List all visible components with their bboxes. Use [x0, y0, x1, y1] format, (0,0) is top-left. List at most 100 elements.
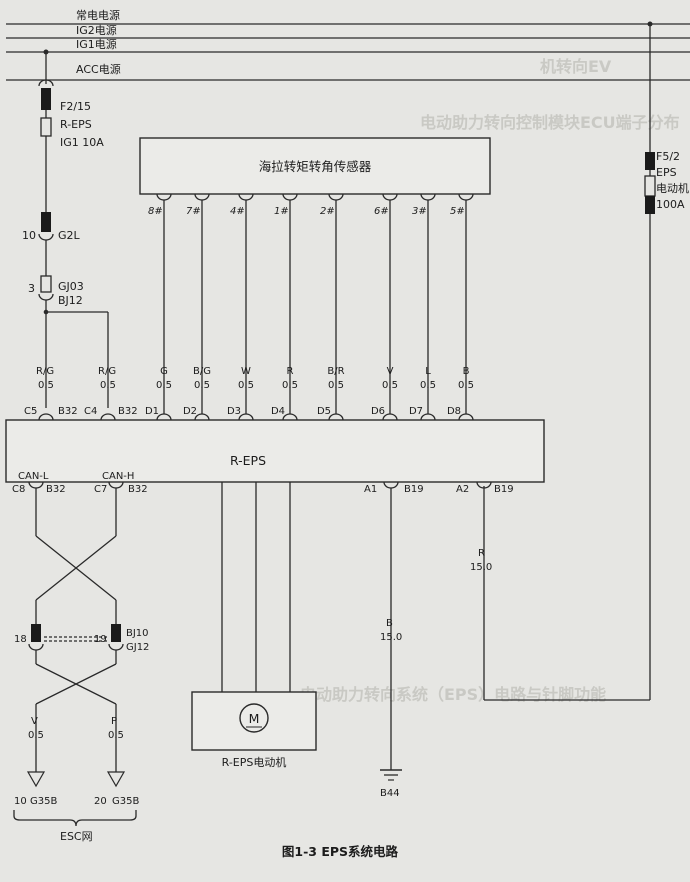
esc-arrow-left: [26, 771, 46, 788]
rail-ig1-label: IG1电源: [76, 37, 117, 51]
ground-label: B44: [380, 788, 400, 799]
gj12-name: GJ12: [126, 642, 149, 653]
motor-label: R-EPS电动机: [222, 755, 287, 769]
sensor-pin-cup: [282, 193, 298, 201]
fuse-right-line1: EPS: [656, 166, 677, 179]
fuse-right-rating: 100A: [656, 198, 685, 211]
wire-color: R: [287, 366, 294, 377]
svg-text:电动助力转向系统（EPS）电路与针脚功能: 电动助力转向系统（EPS）电路与针脚功能: [300, 685, 606, 704]
esc-wire-1-size: 0.5: [28, 730, 44, 741]
c4-pin: C4: [84, 406, 97, 417]
power-wire-size: 15.0: [470, 562, 492, 573]
ecu-pin-cup: [328, 413, 344, 421]
wire-color: G: [160, 366, 168, 377]
fuse-left-icon: [40, 117, 52, 137]
esc-arrow-right: [106, 771, 126, 788]
ground-branch: A1 B19 B 15.0 B44: [364, 481, 424, 799]
sensor-pin-label: 1#: [274, 206, 289, 217]
esc-wire-1-pin: 10: [14, 796, 27, 807]
sensor-title: 海拉转矩转角传感器: [259, 159, 372, 174]
motor-power-branch: A2 B19 R 15.0: [456, 481, 514, 573]
sensor-pin-cup: [194, 193, 210, 201]
a1-pin: A1: [364, 484, 377, 495]
wire-color: B/R: [327, 366, 344, 377]
wire-size: 0.5: [458, 380, 474, 391]
can-bus: C8 B32 C7 B32 18 19 BJ10 GJ12 V 0.5 P 0.…: [12, 481, 149, 843]
ground-wire-color: B: [386, 618, 393, 629]
esc-wire-2-size: 0.5: [108, 730, 124, 741]
c7-conn: B32: [128, 484, 148, 495]
wire-color: W: [241, 366, 251, 377]
bj10-left-pin: 18: [14, 634, 27, 645]
wire-size: 0.5: [282, 380, 298, 391]
rg-wire-1-size: 0.5: [38, 380, 54, 391]
can-l-label: CAN-L: [18, 471, 49, 482]
wire-color: B/G: [193, 366, 211, 377]
sensor-pin-cup: [382, 193, 398, 201]
sensor-pin-label: 6#: [374, 206, 389, 217]
c5-conn: B32: [58, 406, 78, 417]
sensor-pin-label: 3#: [412, 206, 427, 217]
wire-color: B: [463, 366, 470, 377]
rail-main-label: 常电电源: [76, 8, 120, 22]
svg-text:电动助力转向控制模块ECU端子分布: 电动助力转向控制模块ECU端子分布: [420, 113, 680, 132]
ecu-d-pin: D8: [447, 406, 461, 417]
wire-size: 0.5: [194, 380, 210, 391]
wire-color: L: [425, 366, 431, 377]
wire-size: 0.5: [238, 380, 254, 391]
sensor-pin-label: 8#: [148, 206, 163, 217]
esc-wire-2-pin: 20: [94, 796, 107, 807]
g2l-name: G2L: [58, 229, 81, 242]
c5-pin: C5: [24, 406, 37, 417]
esc-wire-1-color: V: [31, 716, 38, 727]
wire-size: 0.5: [382, 380, 398, 391]
c4-conn: B32: [118, 406, 138, 417]
a2-pin: A2: [456, 484, 469, 495]
sensor-pin-cup: [328, 193, 344, 201]
ecu-pin-cup: [382, 413, 398, 421]
background-bleed: 机转向EV 电动助力转向控制模块ECU端子分布 电动助力转向系统（EPS）电路与…: [300, 57, 680, 704]
ecu-pin-cup: [194, 413, 210, 421]
sensor-pin-label: 2#: [320, 206, 335, 217]
a2-conn: B19: [494, 484, 514, 495]
wire-size: 0.5: [328, 380, 344, 391]
sensor-pin-label: 5#: [450, 206, 465, 217]
ecu-name: R-EPS: [230, 453, 266, 468]
sensor-pin-cup: [238, 193, 254, 201]
fuse-right-line2: 电动机: [656, 181, 689, 195]
ecu-d-pin: D4: [271, 406, 285, 417]
ecu-box: [5, 419, 545, 483]
rg-wire-labels: R/G 0.5 R/G 0.5: [36, 366, 116, 391]
fuse-right-icon: [644, 175, 656, 197]
ecu-d-pin: D1: [145, 406, 159, 417]
sensor-pin-cup: [420, 193, 436, 201]
power-rails: 常电电源 IG2电源 IG1电源 ACC电源: [6, 8, 690, 81]
bj10-name: BJ10: [126, 628, 149, 639]
wire-color: V: [387, 366, 394, 377]
left-supply-branch: F2/15 R-EPS IG1 10A 10 G2L 3 GJ03 BJ12: [22, 49, 109, 408]
ecu-d-pin: D3: [227, 406, 241, 417]
rail-ig2-label: IG2电源: [76, 23, 117, 37]
svg-text:机转向EV: 机转向EV: [540, 57, 612, 76]
sensor-pin-cup: [458, 193, 474, 201]
sensor-pin-cup: [156, 193, 172, 201]
esc-wire-2-conn: G35B: [112, 796, 139, 807]
motor-symbol-icon: [239, 703, 269, 733]
sensor-pin-label: 7#: [186, 206, 201, 217]
ecu-d-pin: D7: [409, 406, 423, 417]
bj12-name: BJ12: [58, 294, 83, 307]
connector-block-g2l: [41, 212, 51, 232]
motor-box: [191, 691, 317, 751]
fuse-left-name: R-EPS: [60, 118, 92, 131]
ecu-d-pin: D5: [317, 406, 331, 417]
rg-wire-2-color: R/G: [98, 366, 116, 377]
ecu-d-pin: D2: [183, 406, 197, 417]
gj03-pin: 3: [28, 282, 35, 295]
wire-size: 0.5: [420, 380, 436, 391]
wire-size: 0.5: [156, 380, 172, 391]
motor-symbol: M: [249, 711, 260, 726]
figure-caption: 图1-3 EPS系统电路: [282, 844, 399, 859]
rg-wire-2-size: 0.5: [100, 380, 116, 391]
